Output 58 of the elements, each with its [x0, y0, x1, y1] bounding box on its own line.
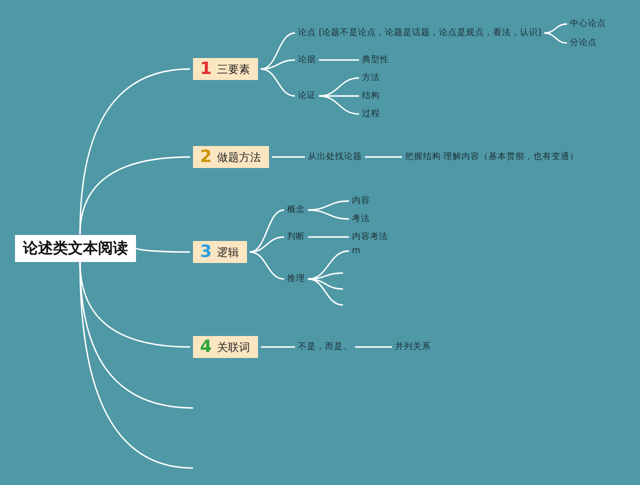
branch-line [250, 209, 284, 253]
topic-text: 并列关系 [395, 341, 431, 353]
topic-text: 分论点 [570, 37, 597, 49]
branch-number: 2 [200, 148, 212, 166]
branch-line [272, 156, 305, 158]
branch-line [308, 272, 344, 280]
topic-text: 判断 [287, 231, 305, 243]
branch-line [544, 23, 568, 34]
branch-line [355, 346, 392, 348]
topic-text: m [352, 245, 360, 257]
branch-line [544, 32, 568, 44]
topic-text: 概念 [287, 204, 305, 216]
branch-title: 三要素 [216, 62, 250, 76]
branch-line [318, 95, 360, 115]
branch-title: 逻辑 [216, 244, 239, 260]
branch-topic-box [193, 146, 269, 168]
branch-line [250, 236, 284, 253]
branch-line [308, 236, 349, 238]
branch-number: 1 [200, 60, 212, 78]
topic-text: 推理 [287, 273, 305, 285]
branch-line [260, 32, 296, 70]
topic-text: 论据 [298, 54, 316, 66]
central-topic-box: 论述类文本阅读 [15, 234, 136, 262]
branch-line [79, 261, 194, 469]
topic-text: 从出处找论题 [308, 151, 362, 163]
topic-text: 过程 [362, 108, 380, 120]
topic-text: 典型性 [362, 54, 389, 66]
branch-line [319, 59, 359, 61]
branch-line [365, 156, 402, 158]
branch-number: 3 [200, 243, 212, 261]
branch-line [308, 209, 350, 220]
topic-text: 内容 [352, 195, 370, 207]
branch-line [260, 68, 296, 97]
branch-number: 4 [200, 338, 212, 356]
topic-text: 论证 [298, 90, 316, 102]
branch-line [250, 251, 284, 280]
topic-text: 中心论点 [570, 18, 606, 30]
branch-line [308, 200, 350, 211]
branch-line [79, 156, 190, 235]
branch-line [136, 247, 190, 253]
branch-title: 做题方法 [216, 150, 261, 164]
branch-line [79, 261, 190, 348]
branch-topic-box [193, 241, 247, 263]
branch-line [318, 77, 360, 97]
topic-text: 方法 [362, 72, 380, 84]
topic-text: 结构 [362, 90, 380, 102]
branch-line [308, 250, 350, 280]
branch-line [260, 346, 295, 348]
branch-line [308, 278, 344, 306]
branch-title: 关联词 [216, 340, 250, 354]
branch-topic-box [193, 336, 258, 358]
topic-text: 内容考法 [352, 231, 388, 243]
branch-line [260, 59, 296, 70]
topic-text: 把握结构 理解内容（基本贯彻，也有变通） [405, 151, 579, 163]
topic-text: 不是，而是。 [298, 341, 352, 353]
topic-text: 论点 [论题不是论点，论题是话题，论点是观点，看法，认识] [298, 27, 542, 39]
topic-text: 考法 [352, 213, 370, 225]
branch-topic-box [193, 58, 258, 80]
